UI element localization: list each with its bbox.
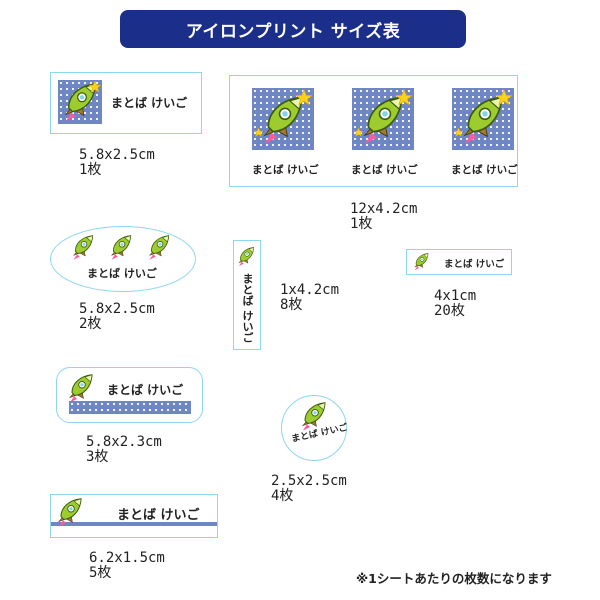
rocket-icon — [69, 374, 93, 404]
star-icon — [453, 127, 464, 137]
sticker-vertical-1x4.2: まとば けいご — [233, 240, 261, 350]
size-label-2: 12x4.2cm — [350, 201, 418, 217]
rocket-icon — [58, 498, 82, 528]
star-icon — [253, 127, 264, 137]
sticker-name: まとば けいご — [87, 267, 157, 280]
count-label-2: 1枚 — [350, 216, 373, 232]
sticker-dot-stripe — [69, 401, 191, 414]
sticker-name: まとば けいご — [444, 259, 505, 270]
size-label-5: 4x1cm — [434, 288, 477, 304]
sticker-6.2x1.5: まとば けいご — [50, 494, 218, 538]
count-label-3: 2枚 — [79, 316, 102, 332]
size-label-4: 1x4.2cm — [280, 282, 340, 298]
count-label-1: 1枚 — [79, 162, 102, 178]
sticker-name: まとば けいご — [451, 164, 518, 176]
size-label-6: 5.8x2.3cm — [86, 434, 162, 450]
count-label-6: 3枚 — [86, 449, 109, 465]
sticker-name: まとば けいご — [241, 273, 254, 343]
count-label-4: 8枚 — [280, 297, 303, 313]
sticker-12x4.2: まとば けいご まとば けいご まとば けいご — [229, 75, 518, 187]
rocket-icon — [149, 235, 170, 261]
size-label-3: 5.8x2.5cm — [79, 301, 155, 317]
star-icon — [88, 80, 102, 93]
sticker-oval-5.8x2.5: まとば けいご — [50, 226, 196, 292]
size-label-1: 5.8x2.5cm — [79, 147, 155, 163]
rocket-icon — [238, 247, 255, 267]
count-label-7: 4枚 — [271, 488, 294, 504]
sticker-name: まとば けいご — [117, 508, 200, 523]
sticker-4x1: まとば けいご — [406, 249, 512, 275]
sticker-circle-2.5x2.5: まとば けいご — [281, 395, 349, 461]
star-icon — [353, 127, 364, 137]
star-icon — [495, 89, 513, 105]
sticker-5.8x2.3: まとば けいご — [56, 367, 203, 423]
sticker-name: まとば けいご — [252, 164, 319, 176]
count-label-5: 20枚 — [434, 303, 465, 319]
sticker-name: まとば けいご — [111, 96, 188, 110]
sticker-5.8x2.5-single: まとば けいご — [50, 72, 202, 134]
size-label-7: 2.5x2.5cm — [271, 473, 347, 489]
sticker-name: まとば けいご — [107, 383, 184, 397]
rocket-icon — [111, 235, 132, 261]
rocket-icon — [414, 253, 429, 271]
sticker-stripe — [51, 522, 217, 526]
count-label-8: 5枚 — [89, 565, 112, 581]
size-label-8: 6.2x1.5cm — [89, 550, 165, 566]
page-title: アイロンプリント サイズ表 — [120, 10, 466, 48]
sticker-name: まとば けいご — [351, 164, 418, 176]
star-icon — [295, 89, 313, 105]
footnote: ※1シートあたりの枚数になります — [356, 571, 552, 586]
star-icon — [395, 89, 413, 105]
rocket-icon — [73, 235, 94, 261]
